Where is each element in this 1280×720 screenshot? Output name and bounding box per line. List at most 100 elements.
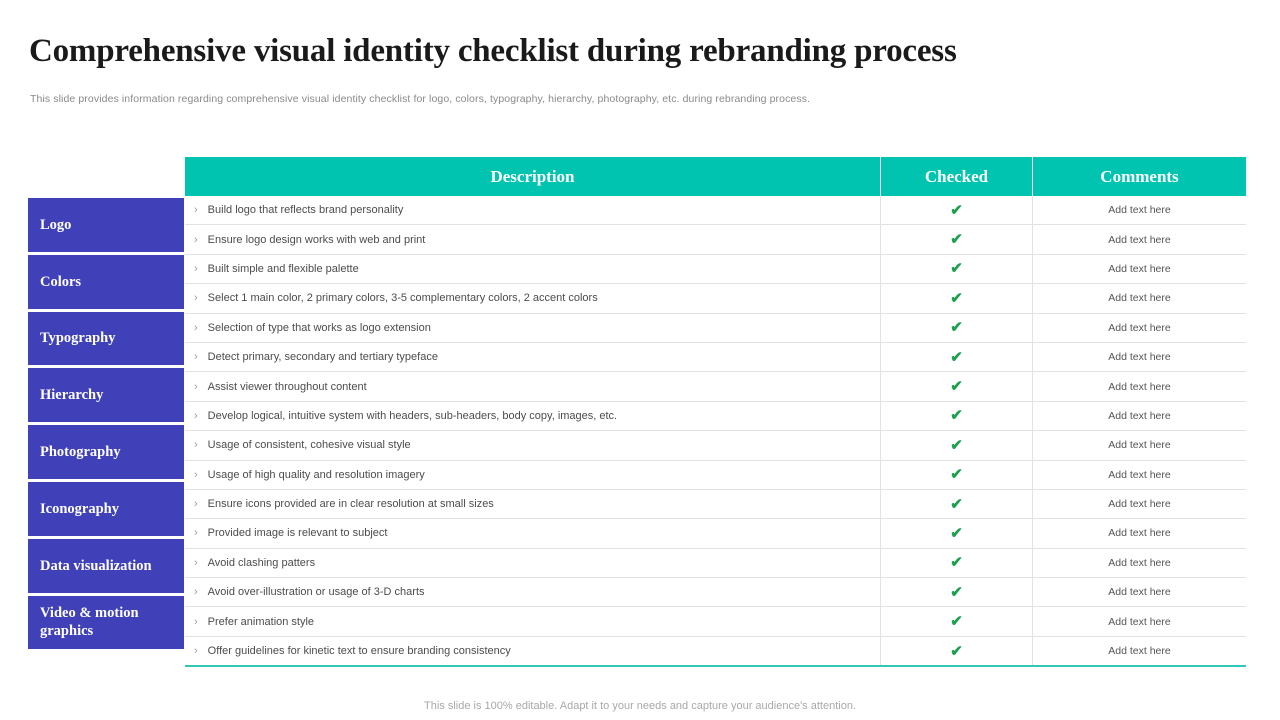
chevron-right-icon: › xyxy=(194,498,198,511)
cell-comment[interactable]: Add text here xyxy=(1032,548,1246,578)
check-icon: ✔ xyxy=(950,613,963,631)
cell-comment[interactable]: Add text here xyxy=(1032,342,1246,372)
cell-checked[interactable]: ✔ xyxy=(880,636,1032,666)
cell-checked[interactable]: ✔ xyxy=(880,284,1032,313)
cell-checked[interactable]: ✔ xyxy=(880,401,1032,431)
description-text: Offer guidelines for kinetic text to ens… xyxy=(207,645,511,658)
cell-comment[interactable]: Add text here xyxy=(1032,636,1246,666)
description-text: Provided image is relevant to subject xyxy=(207,527,388,540)
cell-description: ›Ensure logo design works with web and p… xyxy=(185,225,880,253)
cell-description: ›Usage of high quality and resolution im… xyxy=(185,461,880,489)
table-row: › Offer guidelines for kinetic text to en… xyxy=(185,636,1246,666)
table-header-row: Description Checked Comments xyxy=(185,157,1246,196)
cell-checked[interactable]: ✔ xyxy=(880,607,1032,636)
cell-comment[interactable]: Add text here xyxy=(1032,578,1246,607)
table-row: › Develop logical, intuitive system with … xyxy=(185,401,1246,432)
chevron-right-icon: › xyxy=(194,615,198,628)
cell-checked[interactable]: ✔ xyxy=(880,313,1032,342)
check-icon: ✔ xyxy=(950,348,963,366)
cell-description: ›Usage of consistent, cohesive visual st… xyxy=(185,431,880,459)
description-text: Build logo that reflects brand personali… xyxy=(207,204,404,217)
chevron-right-icon: › xyxy=(194,645,198,658)
cell-checked[interactable]: ✔ xyxy=(880,225,1032,254)
description-text: Develop logical, intuitive system with h… xyxy=(207,409,618,422)
category-block[interactable]: Photography xyxy=(28,425,184,479)
category-block[interactable]: Colors xyxy=(28,254,184,309)
cell-description: › Provided image is relevant to subject xyxy=(185,519,880,547)
footer-note: This slide is 100% editable. Adapt it to… xyxy=(424,700,856,712)
category-block[interactable]: Iconography xyxy=(28,481,184,536)
table-row: ›Ensure logo design works with web and p… xyxy=(185,225,1246,255)
cell-comment[interactable]: Add text here xyxy=(1032,431,1246,460)
cell-comment[interactable]: Add text here xyxy=(1032,313,1246,342)
table-row: ›Usage of consistent, cohesive visual st… xyxy=(185,431,1246,461)
cell-checked[interactable]: ✔ xyxy=(880,460,1032,489)
table-row: ›Selection of type that works as logo ex… xyxy=(185,313,1246,343)
category-block[interactable]: Video & motion graphics xyxy=(28,595,184,650)
cell-checked[interactable]: ✔ xyxy=(880,519,1032,548)
cell-checked[interactable]: ✔ xyxy=(880,431,1032,460)
description-text: Select 1 main color, 2 primary colors, 3… xyxy=(207,292,598,305)
category-label: Photography xyxy=(40,444,121,461)
cell-description: ›Detect primary, secondary and tertiary … xyxy=(185,343,880,371)
chevron-right-icon: › xyxy=(194,292,198,305)
chevron-right-icon: › xyxy=(194,204,198,217)
cell-description: ›Avoid clashing patters xyxy=(185,549,880,577)
cell-checked[interactable]: ✔ xyxy=(880,548,1032,578)
category-block[interactable]: Data visualization xyxy=(28,538,184,593)
table-row: ›Built simple and flexible palette✔Add t… xyxy=(185,254,1246,285)
cell-comment[interactable]: Add text here xyxy=(1032,607,1246,636)
cell-checked[interactable]: ✔ xyxy=(880,578,1032,607)
description-text: Usage of high quality and resolution ima… xyxy=(207,468,425,481)
cell-comment[interactable]: Add text here xyxy=(1032,284,1246,313)
table-row: ›Usage of high quality and resolution im… xyxy=(185,460,1246,490)
cell-description: › Select 1 main color, 2 primary colors, … xyxy=(185,284,880,312)
cell-description: › Develop logical, intuitive system with … xyxy=(185,402,880,430)
table-row: › Select 1 main color, 2 primary colors, … xyxy=(185,284,1246,314)
check-icon: ✔ xyxy=(950,260,963,278)
description-text: Assist viewer throughout content xyxy=(207,380,367,393)
cell-comment[interactable]: Add text here xyxy=(1032,519,1246,548)
chevron-right-icon: › xyxy=(194,233,198,246)
category-label: Video & motion graphics xyxy=(40,605,139,640)
table-row: ›Detect primary, secondary and tertiary … xyxy=(185,342,1246,373)
chevron-right-icon: › xyxy=(194,586,198,599)
description-text: Detect primary, secondary and tertiary t… xyxy=(207,351,438,364)
cell-checked[interactable]: ✔ xyxy=(880,489,1032,519)
cell-checked[interactable]: ✔ xyxy=(880,372,1032,401)
cell-comment[interactable]: Add text here xyxy=(1032,225,1246,254)
cell-comment[interactable]: Add text here xyxy=(1032,489,1246,519)
cell-checked[interactable]: ✔ xyxy=(880,254,1032,284)
description-text: Usage of consistent, cohesive visual sty… xyxy=(207,439,411,452)
cell-comment[interactable]: Add text here xyxy=(1032,196,1246,225)
description-text: Ensure icons provided are in clear resol… xyxy=(207,498,494,511)
cell-description: › Offer guidelines for kinetic text to en… xyxy=(185,637,880,665)
description-text: Prefer animation style xyxy=(207,615,315,628)
table-row: ›Assist viewer throughout content✔Add te… xyxy=(185,372,1246,402)
cell-comment[interactable]: Add text here xyxy=(1032,401,1246,431)
category-block[interactable]: Logo xyxy=(28,198,184,252)
cell-comment[interactable]: Add text here xyxy=(1032,372,1246,401)
cell-description: ›Assist viewer throughout content xyxy=(185,372,880,400)
chevron-right-icon: › xyxy=(194,527,198,540)
cell-comment[interactable]: Add text here xyxy=(1032,254,1246,284)
category-block[interactable]: Hierarchy xyxy=(28,368,184,423)
check-icon: ✔ xyxy=(950,642,963,660)
cell-checked[interactable]: ✔ xyxy=(880,342,1032,372)
table-row: › Build logo that reflects brand personal… xyxy=(185,196,1246,226)
cell-comment[interactable]: Add text here xyxy=(1032,460,1246,489)
cell-description: › Build logo that reflects brand personal… xyxy=(185,196,880,224)
table-row: ›Avoid over-illustration or usage of 3-D… xyxy=(185,578,1246,608)
check-icon: ✔ xyxy=(950,436,963,454)
check-icon: ✔ xyxy=(950,495,963,513)
chevron-right-icon: › xyxy=(194,321,198,334)
table-body: › Build logo that reflects brand personal… xyxy=(185,196,1246,666)
cell-checked[interactable]: ✔ xyxy=(880,196,1032,225)
category-label: Logo xyxy=(40,216,72,233)
category-block[interactable]: Typography xyxy=(28,311,184,366)
cell-description: › Prefer animation style xyxy=(185,607,880,635)
category-label: Colors xyxy=(40,273,82,290)
chevron-right-icon: › xyxy=(194,409,198,422)
page-title: Comprehensive visual identity checklist … xyxy=(29,33,957,69)
check-icon: ✔ xyxy=(950,289,963,307)
